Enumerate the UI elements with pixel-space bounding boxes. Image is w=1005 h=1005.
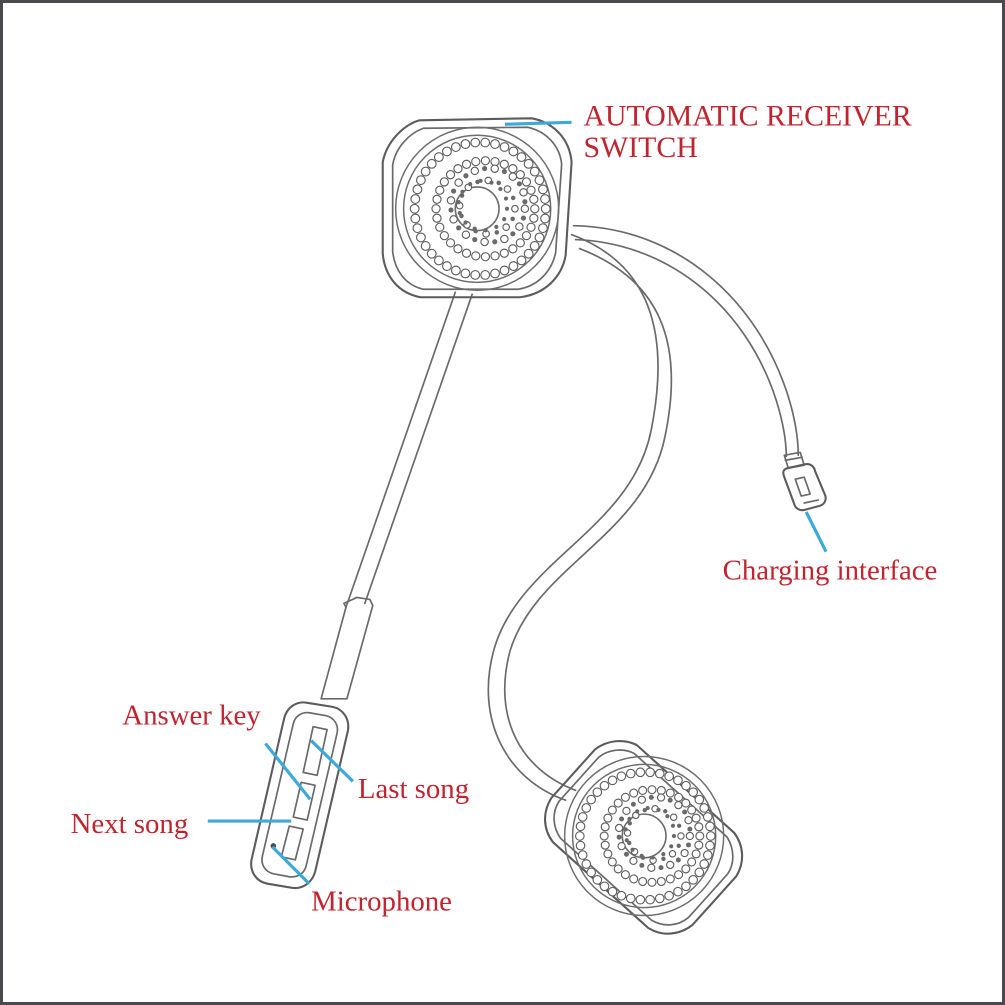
cable-to-charging-connector [572,224,800,458]
callout-automatic-receiver-switch-line1: AUTOMATIC RECEIVER [584,99,912,132]
callout-next-song: Next song [71,808,189,840]
speaker-earpiece-upper [381,117,573,299]
grille-ring-2 [431,156,540,262]
speaker-grille-dots-upper [409,137,551,280]
grille-ring-3 [446,164,530,247]
leader-automatic-receiver-switch [504,120,572,126]
callout-answer-key: Answer key [122,700,261,732]
grille-ring-1 [409,137,551,280]
inline-control-module [250,701,350,890]
callout-automatic-receiver-switch-line2: SWITCH [584,131,698,164]
cable-earpiece-to-control [345,291,474,609]
answer-key-button[interactable] [292,781,316,821]
grille-ring-lower-3 [614,793,695,872]
last-song-button[interactable] [302,725,328,777]
callout-last-song: Last song [358,773,469,805]
grille-ring-lower-1 [574,767,716,905]
callout-microphone: Microphone [311,886,452,918]
leader-microphone [271,845,311,885]
grille-ring-lower-5 [623,805,677,860]
speaker-earpiece-lower [544,740,744,935]
callout-charging-interface: Charging interface [723,555,938,587]
grille-ring-lower-2 [599,785,705,887]
leader-answer-key [264,742,312,801]
speaker-grille-lower [563,755,725,917]
micro-usb-connector [782,451,827,512]
grille-ring-5 [456,178,510,233]
next-song-button[interactable] [280,825,305,861]
cable-between-earpieces [487,233,673,802]
leader-last-song [310,739,355,783]
cable-sleeve [320,596,374,700]
leader-charging-interface [804,511,828,553]
headset-parts-diagram: AUTOMATIC RECEIVER SWITCH Charging inter… [71,99,938,935]
